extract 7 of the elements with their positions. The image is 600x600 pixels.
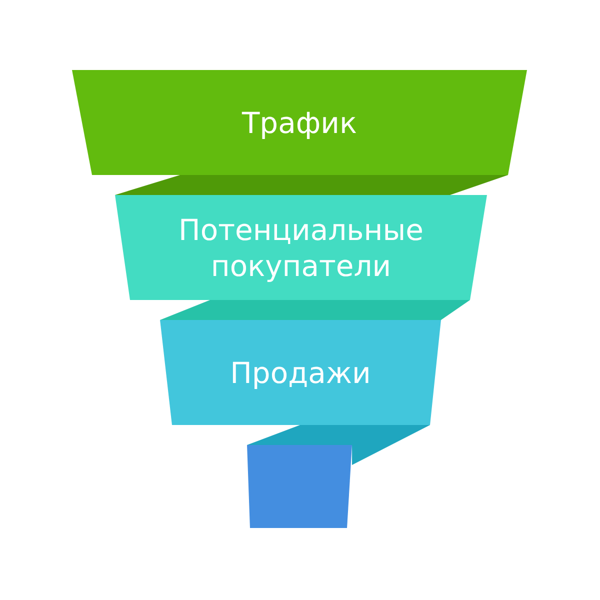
- funnel-stage: [115, 195, 487, 300]
- funnel-stage: [72, 70, 527, 175]
- funnel-stage: [160, 320, 441, 425]
- stage-label: Продажи: [230, 354, 371, 390]
- funnel-stage: [247, 445, 352, 528]
- stage-label: Трафик: [242, 104, 358, 140]
- stage-label: Потенциальные покупатели: [178, 212, 424, 284]
